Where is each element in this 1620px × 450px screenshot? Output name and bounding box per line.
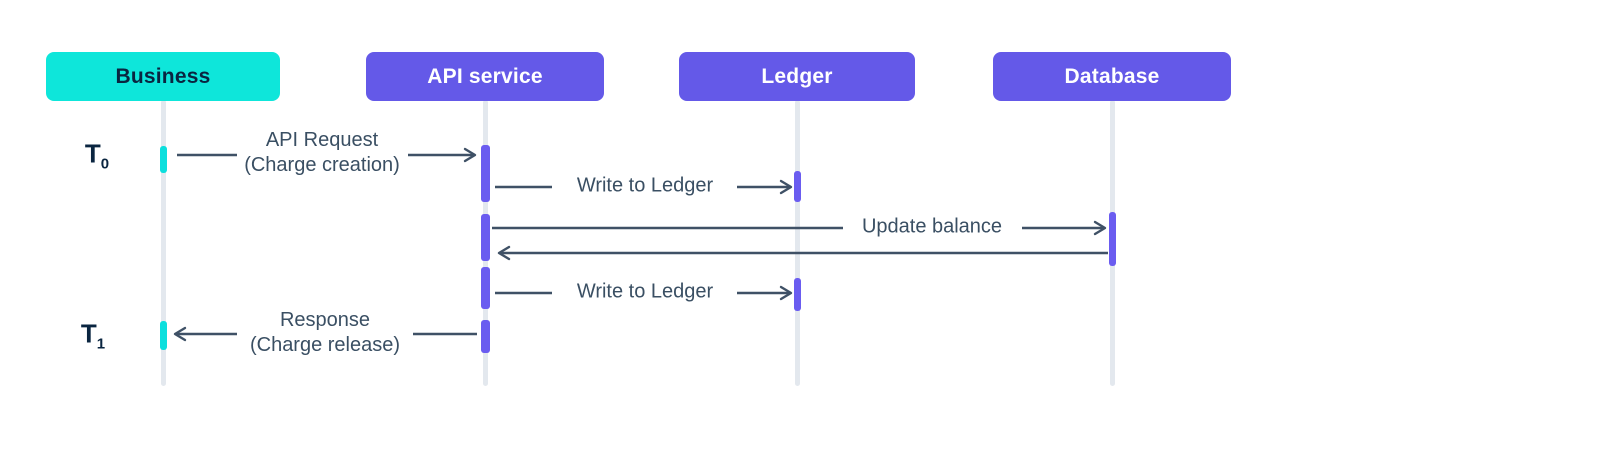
timepoint-t0-base: T — [84, 138, 101, 169]
timepoint-t1-sub: 1 — [96, 335, 106, 353]
activation-api-4 — [480, 320, 490, 353]
timepoint-t0: T0 — [84, 138, 110, 173]
activation-api-1 — [480, 145, 490, 202]
activation-business-t1 — [160, 321, 167, 350]
actor-box-database: Database — [993, 52, 1231, 101]
timepoint-t1-base: T — [80, 318, 97, 349]
label-api-request: API Request (Charge creation) — [244, 128, 400, 178]
timepoint-t1: T1 — [80, 318, 106, 353]
lifeline-business — [160, 100, 166, 386]
label-response-line2: (Charge release) — [249, 334, 401, 356]
label-write-to-ledger-2: Write to Ledger — [576, 280, 714, 303]
activation-api-2 — [480, 214, 490, 261]
activation-database-1 — [1108, 212, 1116, 266]
label-response: Response (Charge release) — [250, 308, 400, 358]
actor-box-ledger: Ledger — [679, 52, 915, 101]
label-api-request-line2: (Charge creation) — [244, 154, 400, 176]
label-write-to-ledger-1: Write to Ledger — [576, 174, 714, 197]
timepoint-t0-sub: 0 — [100, 155, 110, 173]
actor-box-business: Business — [46, 52, 280, 101]
label-api-request-line1: API Request — [265, 129, 379, 151]
actor-box-api-service: API service — [366, 52, 604, 101]
lifeline-ledger — [794, 100, 800, 386]
activation-business-t0 — [160, 146, 167, 173]
activation-ledger-2 — [793, 278, 801, 311]
label-response-line1: Response — [279, 309, 371, 331]
label-update-balance: Update balance — [861, 215, 1003, 238]
activation-api-3 — [480, 267, 490, 309]
activation-ledger-1 — [793, 171, 801, 202]
